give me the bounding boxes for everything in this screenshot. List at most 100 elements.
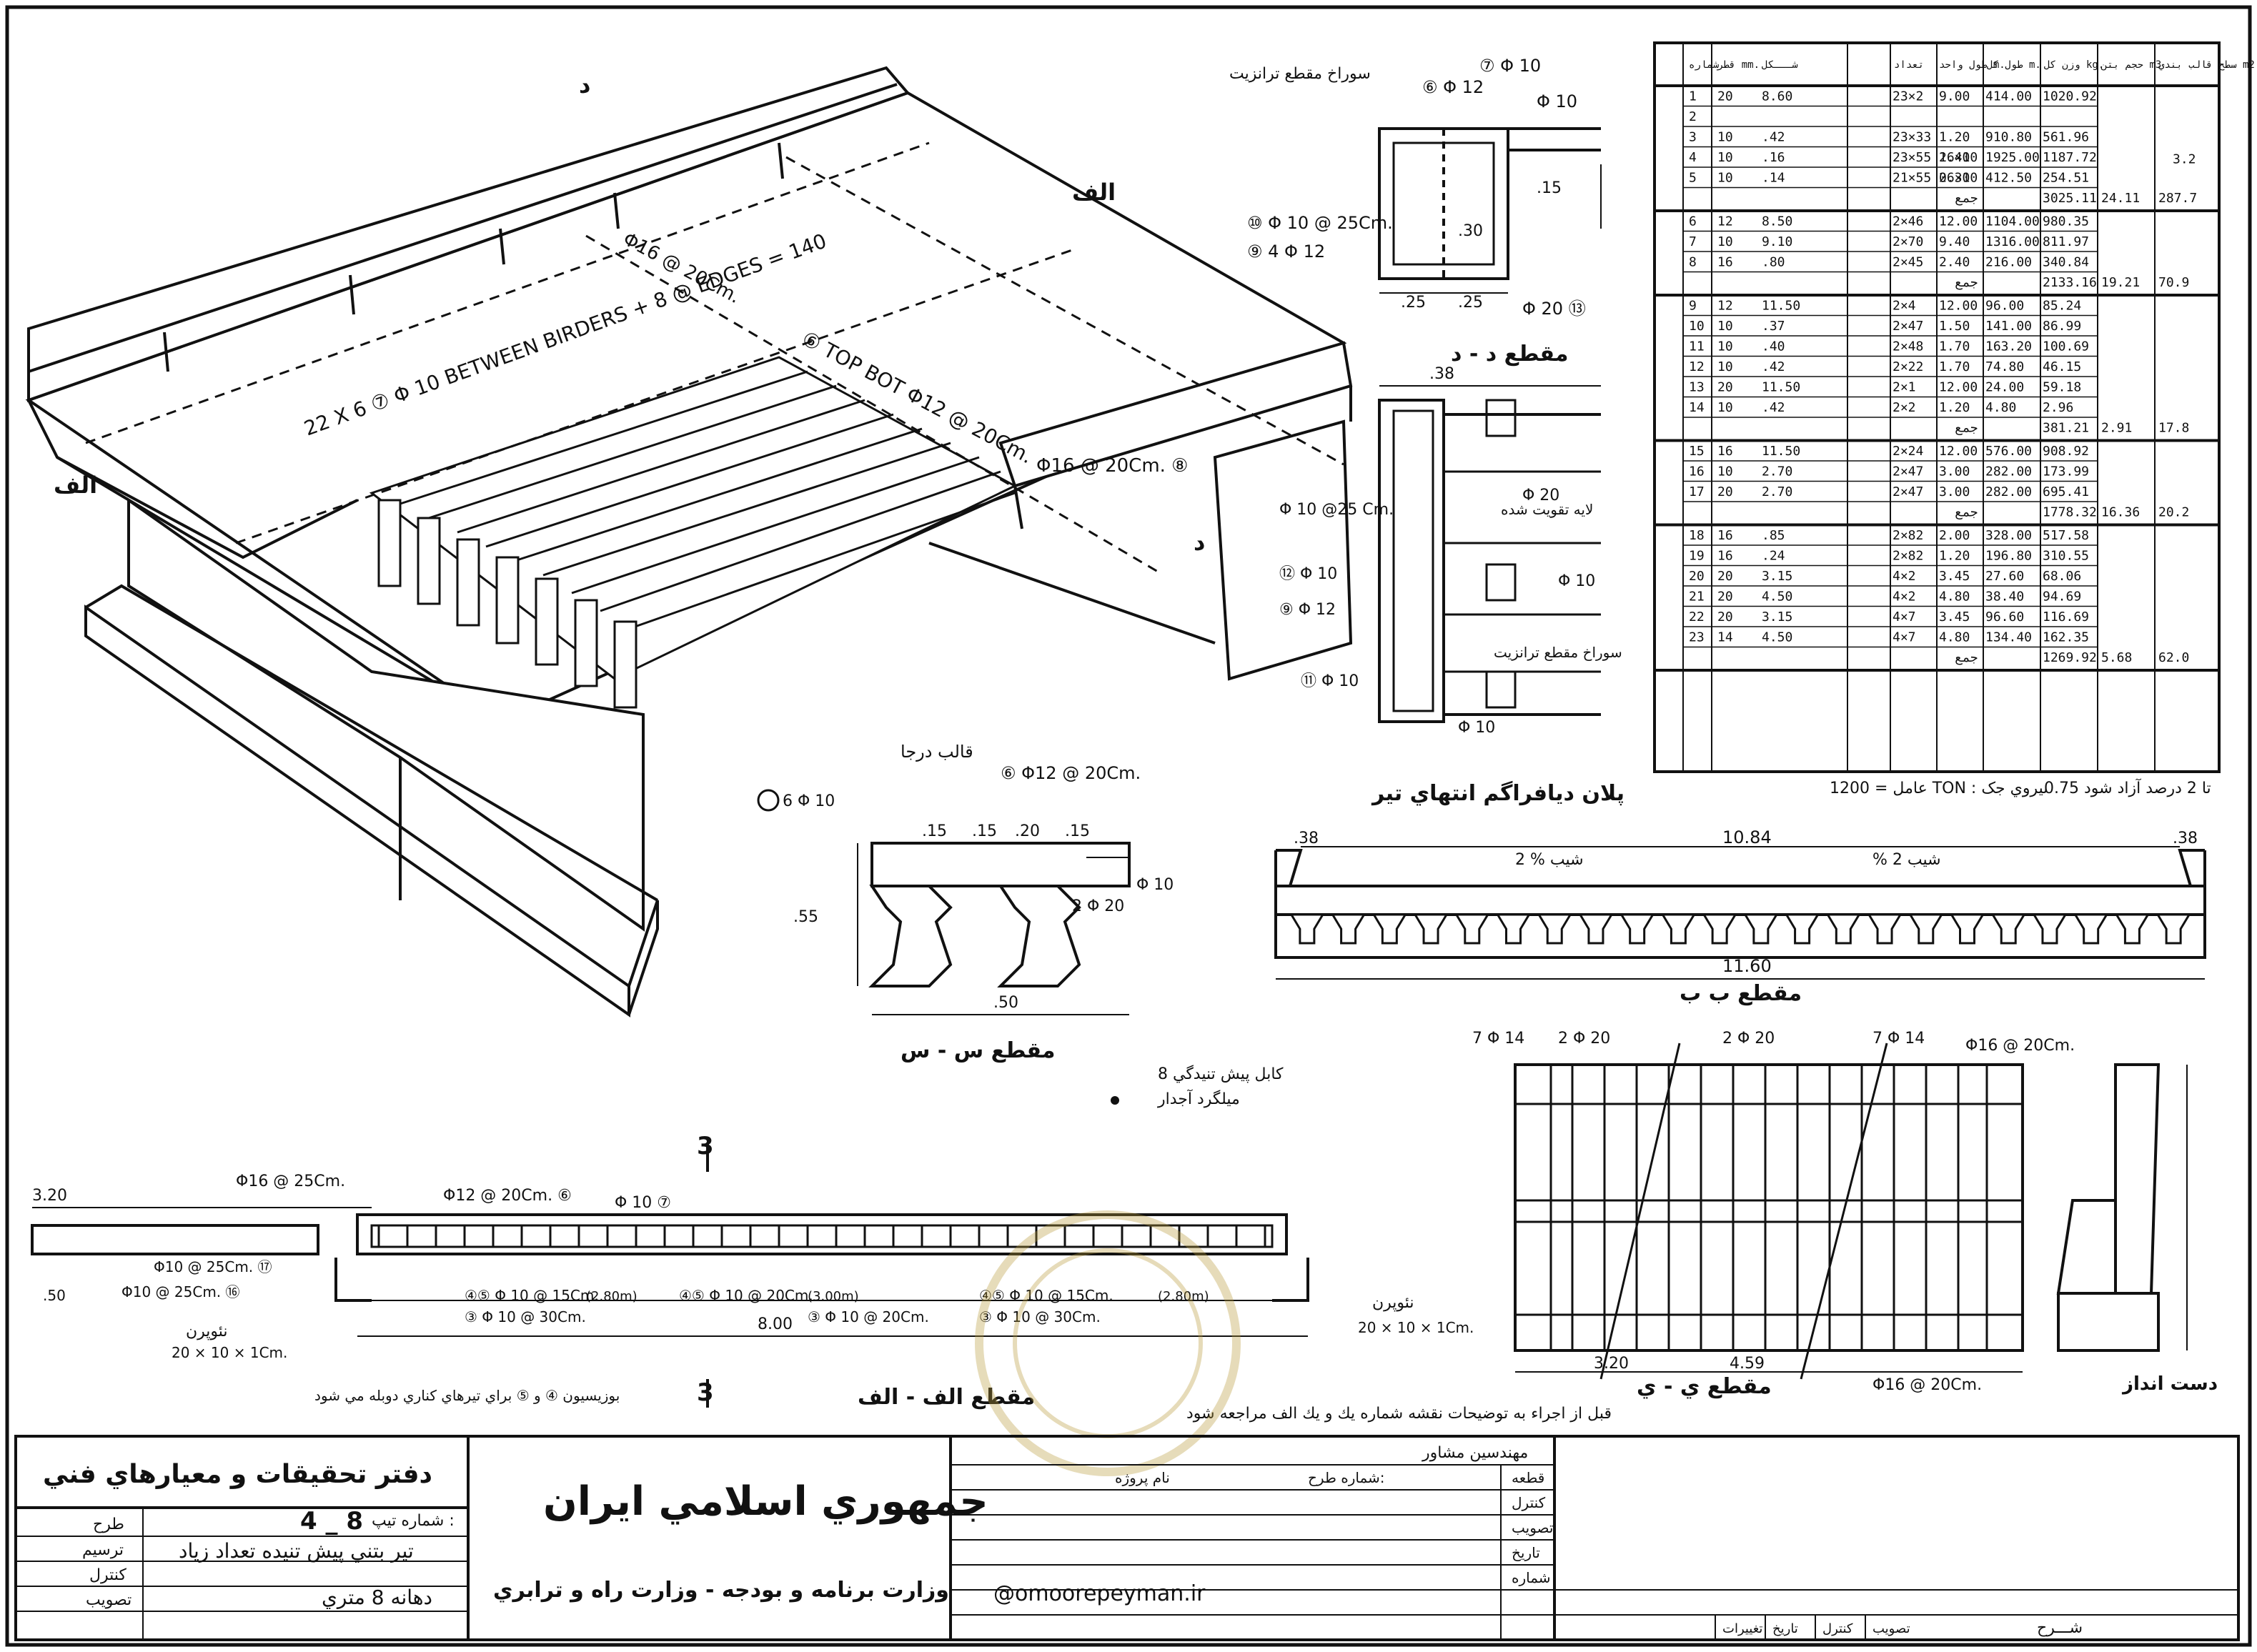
table-cell: 27.60 (1985, 569, 2024, 584)
yy-bar-3: 7 Φ 14 (1872, 1030, 1925, 1048)
bb-girder-rib (1371, 913, 1407, 945)
bb-girder-rib (1949, 913, 1985, 945)
table-cell: 1.20 (1939, 549, 1970, 564)
plan-dim-top: .38 (1429, 365, 1454, 383)
table-total-label: جمع (1955, 275, 1978, 290)
table-cell: 2 (1689, 109, 1697, 124)
tb-cell-3: تاريخ (1512, 1544, 1540, 1561)
table-cell: 116.69 (2043, 609, 2089, 625)
bb-girder-rib (1289, 913, 1325, 945)
table-header-4: طول واحد m. (1939, 59, 2005, 71)
table-cell: 1925.00 (1985, 150, 2040, 165)
tb-desc-header: شـــرح (2037, 1619, 2083, 1637)
table-cell: 100.69 (2043, 339, 2089, 354)
title-section-bb: مقطع ب ب (1680, 981, 1802, 1006)
table-header-5: طول كل m. (1987, 59, 2041, 71)
table-cell: .42 (1762, 359, 1785, 374)
plan-bar-5: Φ 10 (1558, 572, 1595, 590)
table-cell: 5 (1689, 171, 1697, 186)
dd-bar-6: ⑥ Φ 12 (1422, 77, 1484, 97)
table-cell: 3.00 (1939, 464, 1970, 479)
ss-bar-6: 6 Φ 10 (783, 792, 835, 810)
table-cell: 2×47 (1893, 319, 1923, 334)
bb-girder-rib (1825, 913, 1861, 945)
bb-girder-rib (1908, 913, 1944, 945)
table-cell: 20 (1717, 380, 1733, 395)
bb-girder-rib (1330, 913, 1366, 945)
tb-rev-3: تصويب (1872, 1621, 1910, 1636)
yy-bar-0: 7 Φ 14 (1472, 1030, 1524, 1048)
table-cell: 1.20 (1939, 130, 1970, 145)
ss-width: .50 (993, 994, 1018, 1012)
table-cell: 196.80 (1985, 549, 2032, 564)
table-header-1: قطر mm. (1716, 59, 1760, 71)
table-concrete: 19.21 (2101, 275, 2140, 290)
alef-bar-2: Φ 10 ⑦ (615, 1194, 671, 1212)
table-cell: 908.92 (2043, 444, 2089, 459)
table-cell: 980.35 (2043, 214, 2089, 229)
table-cell: .16 (1762, 150, 1785, 165)
table-cell: 1.70 (1939, 339, 1970, 354)
table-cell: 20 (1717, 569, 1733, 584)
table-total: 1269.92 (2043, 650, 2097, 665)
dd-dim-1: .25 (1401, 294, 1426, 312)
table-cell: 328.00 (1985, 528, 2032, 543)
table-cell: 68.06 (2043, 569, 2081, 584)
table-cell: 6 (1689, 214, 1697, 229)
table-cell: 134.40 (1985, 630, 2032, 645)
tb-country: جمهوري اسلامي ايران (543, 1478, 988, 1525)
table-cell: 12 (1717, 214, 1733, 229)
table-cell: 10 (1717, 130, 1733, 145)
dd-bar-20: Φ 20 ⑬ (1522, 299, 1586, 319)
yy-note: قبل از اجراء به توضيحات نقشه شماره يك و … (1186, 1405, 1612, 1423)
tb-cell-4: شماره (1512, 1569, 1551, 1586)
table-cell: 8.50 (1762, 214, 1792, 229)
table-cell: 2.00 (1939, 528, 1970, 543)
table-cell: 4×2 (1893, 569, 1916, 584)
tb-rev-2: كنترل (1822, 1621, 1853, 1636)
alef-neoprene-right: نئوپرن (1372, 1294, 1414, 1312)
table-cell: 4×7 (1893, 630, 1916, 645)
bb-girder-rib (1413, 913, 1449, 945)
table-cell: 20 (1717, 89, 1733, 104)
table-cell: 12.00 (1939, 444, 1978, 459)
mark-alef-left: الف (54, 472, 97, 499)
yy-bar-4: Φ16 @ 20Cm. (1965, 1037, 2075, 1055)
table-cell: .37 (1762, 319, 1785, 334)
table-cell: 16 (1717, 549, 1733, 564)
table-cell: 10 (1689, 319, 1705, 334)
bb-girder-rib (1702, 913, 1737, 945)
table-cell: 2×46 (1893, 214, 1923, 229)
table-concrete: 5.68 (2101, 650, 2132, 665)
table-cell: 10 (1717, 171, 1733, 186)
tb-type-no-label: شماره تيپ : (372, 1512, 455, 1530)
table-cell: 4.80 (1985, 400, 2016, 415)
table-cell: .85 (1762, 528, 1785, 543)
table-cell: 10 (1717, 319, 1733, 334)
mark-dal-top: د (579, 71, 590, 99)
table-cell: 216.00 (1985, 255, 2032, 270)
table-cell: 12.00 (1939, 380, 1978, 395)
table-cell: 0.30 (1939, 171, 1970, 186)
table-total: 1778.32 (2043, 505, 2097, 520)
table-cell: 1.20 (1939, 400, 1970, 415)
bb-girder-rib (1454, 913, 1490, 945)
tb-desc2: دهانه 8 متري (322, 1586, 432, 1609)
section-dd (1378, 127, 1602, 294)
plan-bar-6: Φ 10 (1458, 719, 1495, 737)
table-cell: .24 (1762, 549, 1785, 564)
table-cell: 254.51 (2043, 171, 2089, 186)
tb-cell-1: كنترل (1512, 1494, 1546, 1511)
table-cell: 23×2 (1893, 89, 1923, 104)
table-cell: 2×22 (1893, 359, 1923, 374)
table-cell: 86.99 (2043, 319, 2081, 334)
table-cell: 12 (1717, 299, 1733, 314)
alef-stirrup-1: (2.80m) (586, 1289, 638, 1304)
dd-dim-2: .25 (1458, 294, 1483, 312)
table-cell: 4×7 (1893, 609, 1916, 625)
alef-neoprene-right-size: 20 × 10 × 1Cm. (1358, 1319, 1474, 1336)
table-cell: 23×33 (1893, 130, 1931, 145)
alef-stirrup-4: ④⑤ Φ 10 @ 15Cm. (979, 1287, 1113, 1304)
table-cell: 23×55 26×10 (1893, 150, 1978, 165)
table-cell: 4 (1689, 150, 1697, 165)
